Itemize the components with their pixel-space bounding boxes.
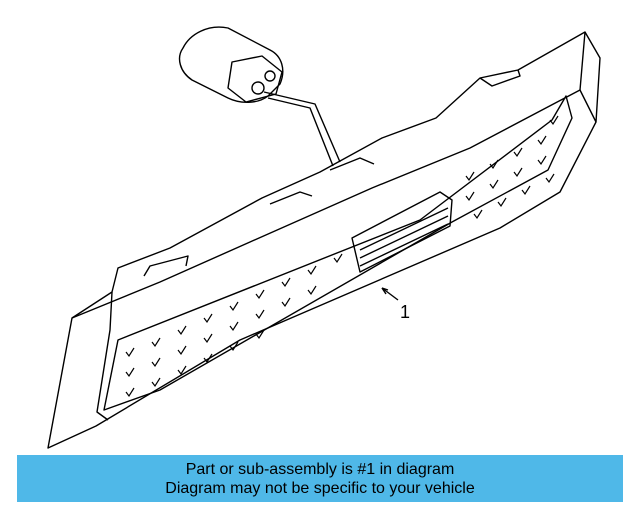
lens-check-mark <box>203 333 213 344</box>
lens-check-mark <box>151 377 161 388</box>
lens-check-mark <box>549 115 559 126</box>
lens-check-mark <box>255 329 265 340</box>
lens-check-mark <box>125 387 135 398</box>
lens-check-mark <box>229 341 239 352</box>
lens-texture <box>125 115 559 398</box>
lens-check-mark <box>465 191 475 202</box>
lens-check-mark <box>177 325 187 336</box>
banner-line-2: Diagram may not be specific to your vehi… <box>165 479 475 497</box>
lens-check-mark <box>281 277 291 288</box>
lens-check-mark <box>545 173 555 184</box>
lens-check-mark <box>333 253 343 264</box>
lens-check-mark <box>489 159 499 170</box>
lens-check-mark <box>537 135 547 146</box>
lens-check-mark <box>281 297 291 308</box>
lens-check-mark <box>307 285 317 296</box>
lens-check-mark <box>513 167 523 178</box>
lens-check-mark <box>229 321 239 332</box>
side-marker-lamp <box>47 31 601 449</box>
wire-harness <box>263 91 341 167</box>
lens-check-mark <box>521 185 531 196</box>
lens-check-mark <box>497 197 507 208</box>
lens-check-mark <box>203 313 213 324</box>
lens-check-mark <box>151 337 161 348</box>
banner-line-1: Part or sub-assembly is #1 in diagram <box>185 460 455 478</box>
lens-check-mark <box>489 179 499 190</box>
lens-check-mark <box>151 357 161 368</box>
lens-check-mark <box>177 365 187 376</box>
info-banner: Part or sub-assembly is #1 in diagram Di… <box>17 455 623 502</box>
lens-check-mark <box>465 171 475 182</box>
part-diagram: 1 <box>47 26 601 449</box>
lens-check-mark <box>255 309 265 320</box>
callout-number: 1 <box>400 302 410 322</box>
connector-plug <box>178 26 284 103</box>
lens-check-mark <box>307 265 317 276</box>
lens-check-mark <box>177 345 187 356</box>
lens-check-mark <box>255 289 265 300</box>
lens-check-mark <box>537 155 547 166</box>
lens-check-mark <box>513 147 523 158</box>
lens-check-mark <box>473 209 483 220</box>
lens-check-mark <box>229 301 239 312</box>
lens-check-mark <box>125 367 135 378</box>
callout-leader <box>381 287 399 301</box>
lens-check-mark <box>125 347 135 358</box>
lens-check-mark <box>203 353 213 364</box>
